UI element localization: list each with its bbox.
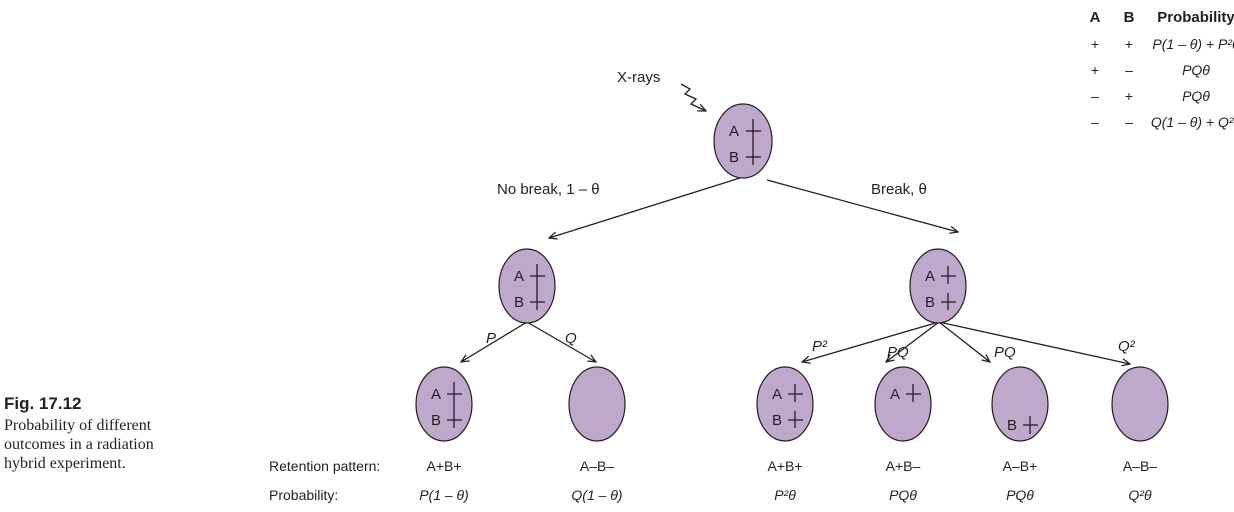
cell-outcome-5-locus-b: B: [1007, 417, 1017, 434]
cell-no-break-locus-a: A: [514, 268, 524, 285]
chromosome-intact-icon: [447, 382, 462, 428]
outcome-2-probability: Q(1 – θ): [571, 487, 622, 503]
outcome-4-probability: PQθ: [889, 487, 917, 503]
probability-label: Probability:: [269, 487, 338, 503]
probability-table: A B Probability + + P(1 – θ) + P²θ + – P…: [1090, 9, 1234, 130]
cell-outcome-4: [874, 366, 932, 442]
table-row-3-a: –: [1091, 88, 1099, 104]
label-pq-right: PQ: [994, 344, 1016, 361]
chromosome-intact-icon: [746, 119, 761, 165]
table-row-2-b: –: [1125, 62, 1133, 78]
label-pq-left: PQ: [887, 344, 909, 361]
cell-outcome-4-locus-a: A: [890, 386, 900, 403]
cell-top-locus-a: A: [729, 123, 739, 140]
chromosome-fragment-b-icon: [1023, 416, 1038, 434]
arrow-pq-left: [886, 321, 940, 362]
table-header-b: B: [1124, 9, 1135, 26]
cell-outcome-3-locus-a: A: [772, 386, 782, 403]
table-header-probability: Probability: [1157, 9, 1234, 26]
outcome-5-pattern: A–B+: [1003, 458, 1038, 474]
outcome-1-pattern: A+B+: [426, 458, 461, 474]
table-row-3-probability: PQθ: [1182, 88, 1210, 104]
cell-outcome-6: [1111, 366, 1169, 442]
cell-outcome-3: [756, 366, 814, 442]
figure-caption-text: Probability of different outcomes in a r…: [4, 417, 154, 472]
cell-outcome-1: [415, 366, 473, 442]
label-p2: P²: [812, 338, 828, 355]
outcome-5-probability: PQθ: [1006, 487, 1034, 503]
arrow-p2: [802, 321, 940, 362]
figure-number: Fig. 17.12: [4, 394, 82, 413]
arrow-q: [526, 321, 596, 362]
arrow-q2: [938, 321, 1130, 364]
no-break-label: No break, 1 – θ: [497, 181, 600, 198]
arrow-pq-right: [938, 321, 990, 362]
label-q2: Q²: [1118, 338, 1136, 355]
outcome-4-pattern: A+B–: [886, 458, 921, 474]
label-p: P: [486, 330, 496, 347]
table-header-a: A: [1090, 9, 1101, 26]
chromosome-broken-icon: [941, 266, 956, 310]
break-label: Break, θ: [871, 181, 927, 198]
arrow-no-break: [549, 177, 741, 238]
cell-break-locus-b: B: [925, 294, 935, 311]
cell-outcome-2: [568, 366, 626, 442]
table-row-2-a: +: [1091, 62, 1099, 78]
cell-outcome-3-locus-b: B: [772, 412, 782, 429]
cell-outcome-1-locus-b: B: [431, 412, 441, 429]
label-q: Q: [565, 330, 577, 347]
cells: A B A B A B A B: [415, 103, 1169, 442]
arrow-break: [766, 179, 958, 232]
table-row-1-probability: P(1 – θ) + P²θ: [1152, 36, 1234, 52]
table-row-1-b: +: [1125, 36, 1133, 52]
cell-break-locus-a: A: [925, 268, 935, 285]
cell-no-break-locus-b: B: [514, 294, 524, 311]
table-row-1-a: +: [1091, 36, 1099, 52]
outcome-3-pattern: A+B+: [767, 458, 802, 474]
outcome-1-probability: P(1 – θ): [419, 487, 469, 503]
cell-no-break: [498, 248, 556, 324]
outcome-6-probability: Q²θ: [1128, 487, 1152, 503]
chromosome-intact-icon: [530, 264, 545, 310]
chromosome-broken-icon: [788, 384, 803, 428]
xrays-label: X-rays: [617, 69, 660, 86]
table-row-3-b: +: [1125, 88, 1133, 104]
branch-arrows: [461, 177, 1130, 364]
outcome-6-pattern: A–B–: [1123, 458, 1157, 474]
cell-break: [909, 248, 967, 324]
cell-top: [713, 103, 773, 179]
outcome-2-pattern: A–B–: [580, 458, 614, 474]
table-row-4-probability: Q(1 – θ) + Q²θ: [1151, 114, 1234, 130]
cell-outcome-5: [991, 366, 1049, 442]
outcome-3-probability: P²θ: [774, 487, 796, 503]
cell-top-locus-b: B: [729, 149, 739, 166]
table-row-2-probability: PQθ: [1182, 62, 1210, 78]
cell-outcome-1-locus-a: A: [431, 386, 441, 403]
xray-squiggle-arrow: [680, 83, 706, 111]
figure-caption: Fig. 17.12 Probability of different outc…: [4, 394, 169, 473]
arrow-p: [461, 321, 528, 362]
retention-pattern-label: Retention pattern:: [269, 458, 380, 474]
chromosome-fragment-a-icon: [906, 384, 921, 402]
table-row-4-a: –: [1091, 114, 1099, 130]
table-row-4-b: –: [1125, 114, 1133, 130]
